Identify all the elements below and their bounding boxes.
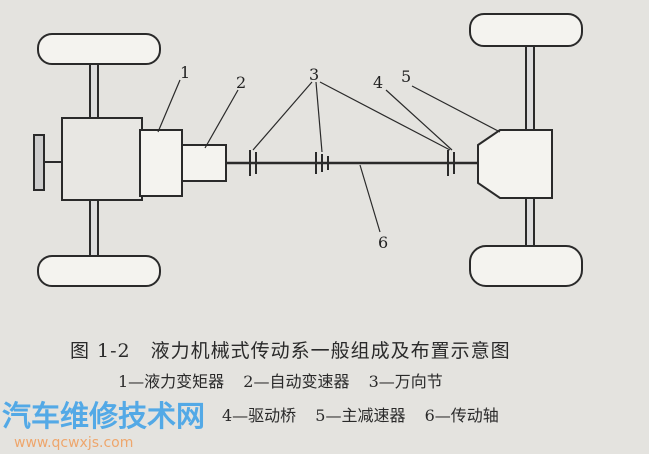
callout-3: 3 <box>309 65 319 84</box>
front-left-wheel <box>37 33 161 65</box>
universal-joint <box>447 150 455 176</box>
legend-line-2: 4—驱动桥 5—主减速器 6—传动轴 <box>222 406 513 425</box>
legend-item: 2—自动变速器 <box>243 372 350 391</box>
automatic-transmission <box>181 144 227 182</box>
front-right-wheel <box>37 255 161 287</box>
callout-6: 6 <box>378 233 388 252</box>
universal-joint <box>315 152 329 174</box>
legend-item: 5—主减速器 <box>315 406 406 425</box>
watermark-logo: 汽车维修技术网 <box>2 399 206 433</box>
universal-joint <box>249 150 257 176</box>
final-drive <box>477 129 553 199</box>
torque-converter <box>139 129 183 197</box>
callout-1: 1 <box>180 63 190 82</box>
legend-line-1: 1—液力变矩器 2—自动变速器 3—万向节 <box>118 372 457 391</box>
watermark-url: www.qcwxjs.com <box>14 435 134 451</box>
callout-2: 2 <box>236 73 246 92</box>
engine <box>61 117 143 201</box>
callout-5: 5 <box>401 67 411 86</box>
legend-item: 4—驱动桥 <box>222 406 297 425</box>
legend-item: 3—万向节 <box>368 372 443 391</box>
rear-left-wheel <box>469 13 583 47</box>
rear-right-wheel <box>469 245 583 287</box>
legend-item: 1—液力变矩器 <box>118 372 225 391</box>
fan <box>33 134 45 191</box>
legend-item: 6—传动轴 <box>424 406 499 425</box>
callout-4: 4 <box>373 73 383 92</box>
leader-lines <box>157 79 501 233</box>
drivetrain-diagram: 1 2 3 4 5 6 <box>33 13 583 287</box>
figure-caption: 图 1-2 液力机械式传动系一般组成及布置示意图 <box>70 340 511 362</box>
